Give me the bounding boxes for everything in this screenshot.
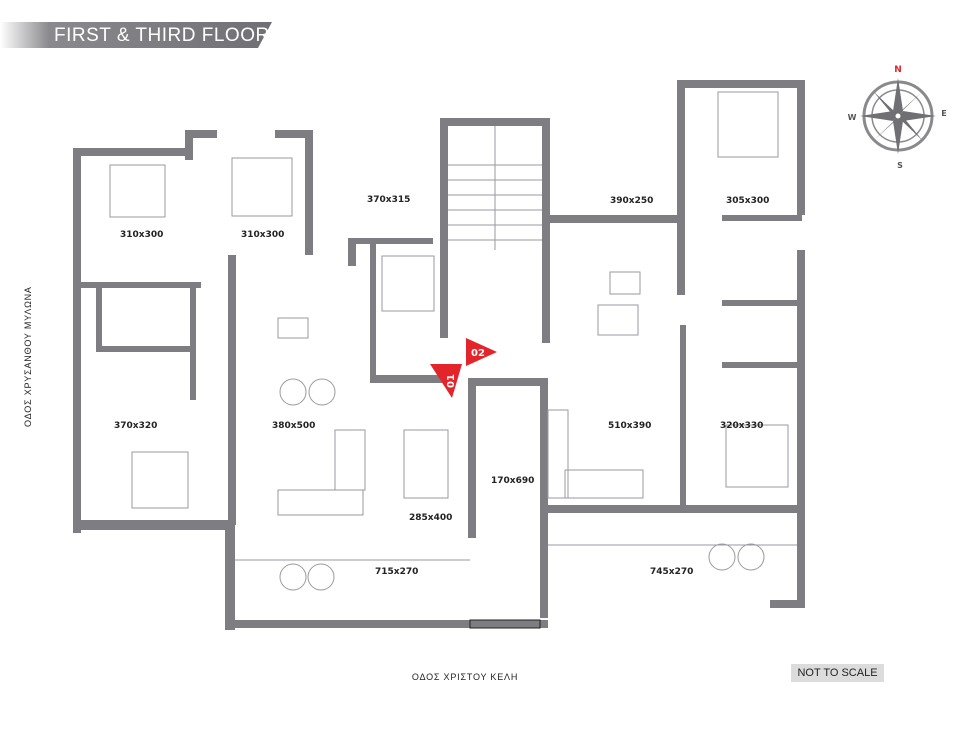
room-label-bedroom-5: 320x330	[720, 421, 763, 431]
compass-rose: N E S W	[848, 65, 947, 170]
room-label-bedroom-2: 310x300	[241, 230, 284, 240]
title-banner-shape	[0, 22, 272, 48]
compass-s: S	[897, 161, 903, 170]
compass-n: N	[894, 65, 902, 75]
room-label-bedroom-1: 310x300	[120, 230, 163, 240]
room-label-living-left: 380x500	[272, 421, 315, 431]
room-label-living-right: 510x390	[608, 421, 651, 431]
compass-e: E	[941, 109, 946, 118]
title-banner: FIRST & THIRD FLOOR	[0, 22, 272, 48]
compass-w: W	[848, 113, 857, 122]
room-labels: 310x300 310x300 370x315 370x320 380x500 …	[114, 195, 769, 577]
apartment-02-marker[interactable]	[466, 338, 497, 366]
page-title: FIRST & THIRD FLOOR	[54, 25, 270, 46]
room-label-bedroom-3: 370x320	[114, 421, 157, 431]
room-label-kitchen-right: 390x250	[610, 196, 653, 206]
walls	[73, 80, 805, 630]
room-label-veranda-right: 745x270	[650, 567, 693, 577]
compass-star-icon	[860, 78, 936, 154]
fixtures	[109, 91, 797, 629]
apartment-02-number: 02	[471, 348, 485, 359]
not-to-scale-badge: NOT TO SCALE	[791, 664, 884, 682]
apartment-markers[interactable]: 01 02	[430, 338, 497, 398]
apartment-01-marker[interactable]	[430, 364, 462, 398]
apartment-01-number: 01	[446, 374, 457, 388]
room-label-balcony-dining-left: 285x400	[409, 513, 452, 523]
street-name-bottom: ΟΔΟΣ ΧΡΙΣΤΟΥ ΚΕΛΗ	[411, 672, 519, 682]
room-label-kitchen-left: 370x315	[367, 195, 410, 205]
room-label-bedroom-4: 305x300	[726, 196, 769, 206]
street-name-left-text: ΟΔΟΣ ΧΡΥΣΑΝΘΟΥ ΜΥΛΩΝΑ	[23, 286, 33, 427]
room-label-corridor: 170x690	[491, 476, 534, 486]
room-label-veranda-left: 715x270	[375, 567, 418, 577]
